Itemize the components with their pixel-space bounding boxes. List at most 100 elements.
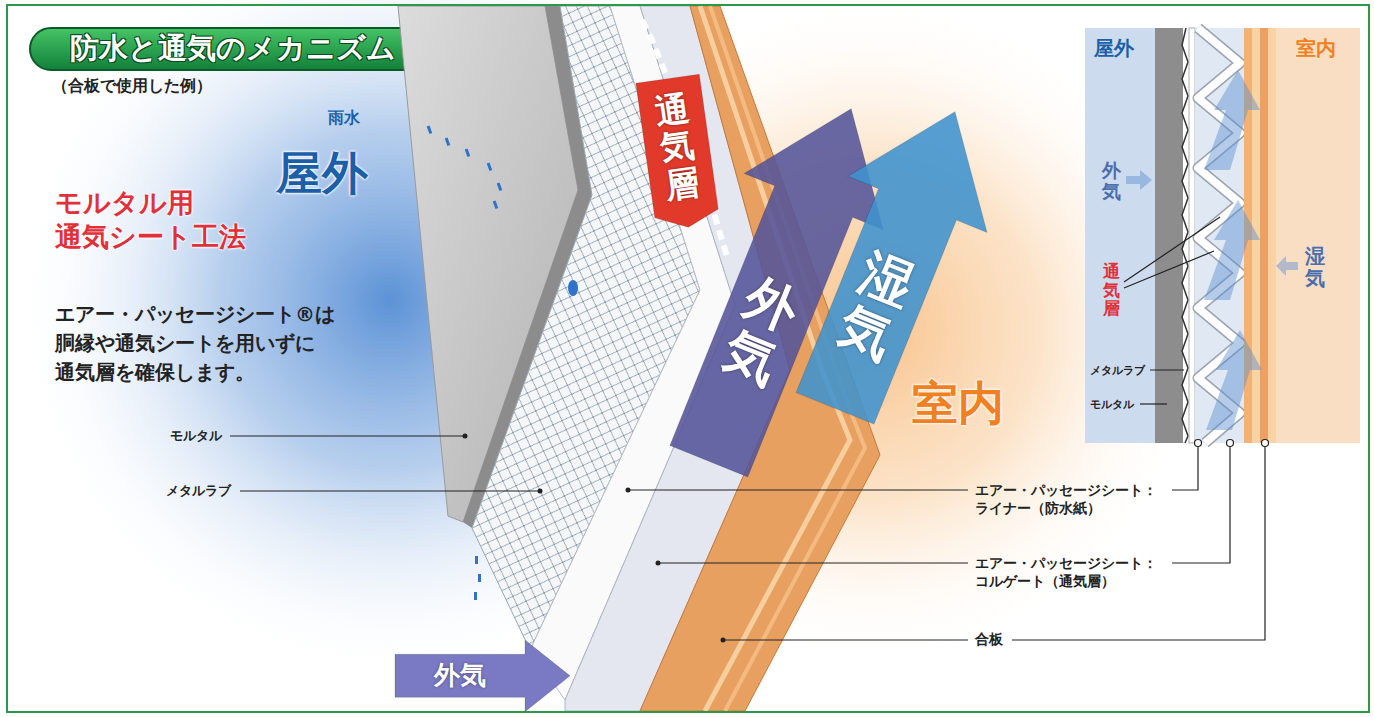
leader-line bbox=[660, 562, 968, 563]
title-wrap: 防水と通気のメカニズム bbox=[30, 28, 435, 70]
leader-dot bbox=[538, 489, 543, 494]
inset-part-label: モルタル bbox=[1090, 398, 1134, 411]
leader-line bbox=[1124, 217, 1220, 282]
description: エアー・パッセージシート®は 胴縁や通気シートを用いずに 通気層を確保します。 bbox=[55, 300, 335, 387]
leader-dots bbox=[463, 434, 726, 643]
label-wrap: 湿気 bbox=[1305, 245, 1325, 289]
part-label: モルタル bbox=[170, 428, 222, 444]
text-line: コルゲート（通気層） bbox=[975, 572, 1157, 590]
leader-dot bbox=[656, 561, 661, 566]
node-outline bbox=[395, 640, 570, 712]
label-wrap: 屋外 bbox=[1094, 36, 1134, 60]
node-label: 外気 bbox=[716, 269, 807, 395]
text-line: モルタル用 bbox=[55, 186, 246, 220]
label-wrap: エアー・パッセージシート： ライナー（防水紙） bbox=[975, 481, 1157, 517]
label-wrap: モルタル用 通気シート工法 bbox=[55, 186, 246, 254]
inset-plywood bbox=[1260, 28, 1268, 443]
node-outline bbox=[636, 74, 720, 231]
label-wrap: 室内 bbox=[912, 376, 1004, 431]
part-label: メタルラブ bbox=[166, 483, 231, 499]
label-wrap: 通気層 bbox=[1103, 262, 1120, 318]
leader-line bbox=[1150, 369, 1184, 370]
text-line: エアー・パッセージシート®は bbox=[55, 300, 335, 329]
label-wrap: 室内 bbox=[1296, 36, 1336, 60]
inset-metal-lath bbox=[1182, 28, 1188, 443]
rain-drop bbox=[474, 592, 477, 600]
callout-label: エアー・パッセージシート： ライナー（防水紙） bbox=[975, 481, 1157, 517]
inset-indoor-label: 室内 bbox=[1296, 36, 1336, 60]
leader-line bbox=[630, 489, 968, 490]
label-wrap: エアー・パッセージシート： コルゲート（通気層） bbox=[975, 554, 1157, 590]
rain-drop bbox=[493, 201, 499, 210]
inset-part-label: メタルラブ bbox=[1090, 364, 1145, 377]
inset-air-layer-label: 通気層 bbox=[1103, 262, 1120, 318]
text-line: エアー・パッセージシート： bbox=[975, 554, 1157, 572]
leader-line bbox=[230, 435, 463, 436]
label-wrap: メタルラブ bbox=[166, 483, 231, 499]
label-wrap: メタルラブ bbox=[1090, 364, 1145, 377]
node-label: 外気 bbox=[434, 658, 486, 693]
label-wrap: 合板 bbox=[975, 631, 1003, 648]
leader-end bbox=[1195, 440, 1202, 447]
rain-label: 雨水 bbox=[328, 108, 360, 127]
leader-line bbox=[1140, 403, 1167, 404]
text-line: ライナー（防水紙） bbox=[975, 499, 1157, 517]
rain-drops bbox=[427, 126, 578, 600]
rain-drop bbox=[445, 138, 451, 147]
subtitle: （合板で使用した例） bbox=[52, 76, 212, 95]
inset-plywood bbox=[1268, 28, 1276, 443]
indoor-label: 室内 bbox=[912, 376, 1004, 431]
moisture-arrow bbox=[1276, 256, 1298, 276]
callout-label: 合板 bbox=[975, 631, 1003, 648]
inset-leader-ends bbox=[1195, 440, 1269, 447]
leader-line bbox=[1172, 447, 1230, 563]
air-arrow bbox=[1204, 200, 1260, 300]
leader-line bbox=[1012, 447, 1265, 640]
leader-dot bbox=[626, 488, 631, 493]
callout-label: エアー・パッセージシート： コルゲート（通気層） bbox=[975, 554, 1157, 590]
node-label: 湿気 bbox=[831, 244, 922, 370]
text-line: 通気層を確保します。 bbox=[55, 358, 335, 387]
node-outline bbox=[766, 84, 1025, 437]
label-wrap: モルタル bbox=[170, 428, 222, 444]
node-body: 外気 bbox=[395, 640, 570, 712]
outdoor-label: 屋外 bbox=[276, 146, 368, 201]
outside-air-inflow: 外気 bbox=[395, 640, 570, 712]
method-title: モルタル用 通気シート工法 bbox=[55, 186, 246, 254]
rain-drop bbox=[427, 126, 433, 135]
label-wrap: エアー・パッセージシート®は 胴縁や通気シートを用いずに 通気層を確保します。 bbox=[55, 300, 335, 387]
node-label: 通気層 bbox=[653, 89, 702, 205]
air-layer-tag: 通気層 bbox=[636, 74, 720, 231]
inset-outdoor-label: 屋外 bbox=[1094, 36, 1134, 60]
air-arrow bbox=[1204, 70, 1260, 170]
inset-moisture-label: 湿気 bbox=[1305, 245, 1325, 289]
label-wrap: モルタル bbox=[1090, 398, 1134, 411]
rain-drop bbox=[568, 280, 578, 296]
leader-line bbox=[725, 639, 968, 640]
inset-air-arrows bbox=[1126, 70, 1298, 430]
label-wrap: 雨水 bbox=[328, 108, 360, 127]
leader-line bbox=[1124, 251, 1214, 288]
rain-drop bbox=[475, 556, 478, 564]
title-pill bbox=[30, 28, 435, 70]
text-line: エアー・パッセージシート： bbox=[975, 481, 1157, 499]
rain-drop bbox=[478, 574, 481, 582]
node-body: 通気層 bbox=[636, 74, 720, 231]
title-text: 防水と通気のメカニズム bbox=[70, 29, 396, 69]
text-line: 胴縁や通気シートを用いずに bbox=[55, 329, 335, 358]
label-wrap: （合板で使用した例） bbox=[52, 76, 212, 95]
inset-air-label: 外気 bbox=[1102, 160, 1121, 202]
leader-dot bbox=[463, 434, 468, 439]
label-wrap: 外気 bbox=[1102, 160, 1121, 202]
rain-drop bbox=[497, 183, 503, 192]
leader-dot bbox=[721, 638, 726, 643]
text-line: 通気シート工法 bbox=[55, 220, 246, 254]
label-wrap: 屋外 bbox=[276, 146, 368, 201]
air-arrow bbox=[1126, 170, 1152, 190]
leader-end bbox=[1227, 440, 1234, 447]
